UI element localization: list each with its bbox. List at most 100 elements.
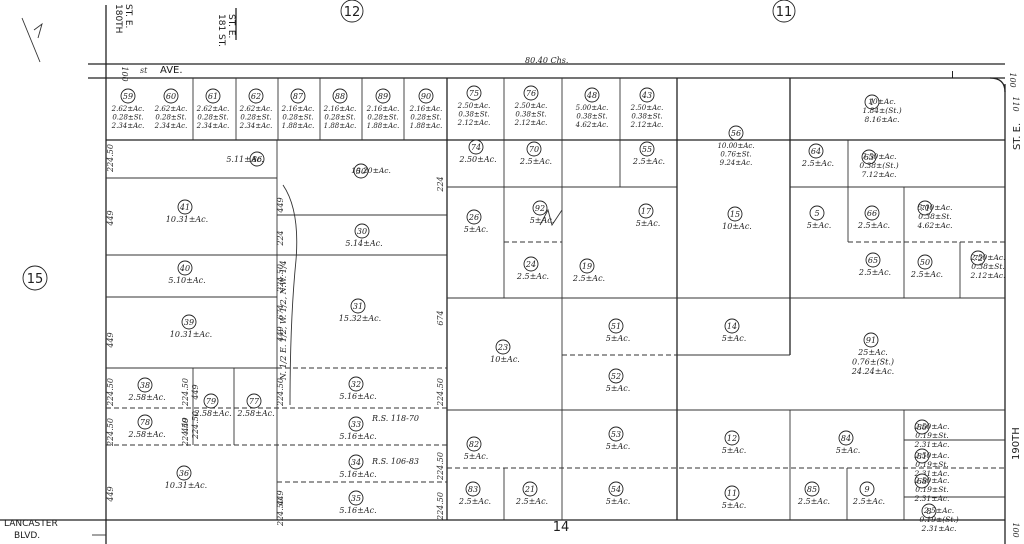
- parcel-area: 2.5±Ac.: [857, 221, 890, 230]
- parcel[interactable]: 637.50±Ac.0.38±(St.)7.12±Ac.: [859, 149, 899, 179]
- parcel-number-circle: [865, 252, 881, 268]
- parcel-number: 51: [611, 322, 621, 331]
- parcel-number-circle: [205, 88, 221, 104]
- parcel[interactable]: 82.5±Ac.0.19±(St.)2.31±Ac.: [919, 503, 959, 533]
- parcel-street-deduction: 0.28±St.: [155, 114, 186, 122]
- parcel[interactable]: 125±Ac.: [722, 430, 747, 455]
- parcel[interactable]: 212.5±Ac.: [515, 481, 548, 506]
- dimension-label: 674: [436, 310, 445, 325]
- parcel-number: 83: [468, 485, 478, 494]
- parcel[interactable]: 345.16±Ac.: [339, 454, 377, 479]
- parcel[interactable]: 552.5±Ac.: [632, 141, 665, 166]
- dimension-label: 224.50: [276, 498, 285, 527]
- parcel[interactable]: 825±Ac.: [464, 436, 489, 461]
- parcel[interactable]: 812.50±Ac.0.19±St.2.31±Ac.: [914, 448, 950, 478]
- parcel[interactable]: 792.58±Ac.: [193, 393, 232, 418]
- parcel[interactable]: 872.16±Ac.0.28±St.1.88±Ac.: [281, 88, 315, 130]
- parcel[interactable]: 752.50±Ac.0.38±St.2.12±Ac.: [457, 85, 491, 127]
- parcel[interactable]: 515±Ac.: [606, 318, 631, 343]
- parcel[interactable]: 682.50±Ac.0.19±St.2.31±Ac.: [914, 473, 950, 503]
- parcel[interactable]: 55±Ac.: [807, 205, 832, 230]
- parcel[interactable]: 110±Ac.1.84±(St.)8.16±Ac.: [862, 94, 902, 124]
- parcel[interactable]: 405.10±Ac.: [168, 260, 206, 285]
- parcel[interactable]: 642.5±Ac.: [801, 143, 834, 168]
- parcel[interactable]: 502.5±Ac.: [910, 254, 943, 279]
- dimension-label: 224.50: [276, 378, 285, 407]
- parcel[interactable]: 432.50±Ac.0.38±St.2.12±Ac.: [630, 87, 664, 129]
- parcel-number: 34: [351, 458, 361, 467]
- parcel[interactable]: 742.50±Ac.: [458, 139, 497, 164]
- parcel[interactable]: 762.50±Ac.0.38±St.2.12±Ac.: [514, 85, 548, 127]
- parcel[interactable]: 865.11±Ac.: [226, 151, 265, 167]
- parcel[interactable]: 592.62±Ac.0.28±St.2.34±Ac.: [111, 88, 145, 130]
- parcel[interactable]: 192.5±Ac.: [572, 258, 605, 283]
- parcel[interactable]: 802.50±Ac.0.19±St.2.31±Ac.: [914, 419, 950, 449]
- parcel[interactable]: 715.00±Ac.0.38±St.4.62±Ac.: [917, 200, 953, 230]
- parcel[interactable]: 325.16±Ac.: [339, 376, 377, 401]
- parcel[interactable]: 525±Ac.: [606, 368, 631, 393]
- parcel-area: 2.5±Ac.: [852, 497, 885, 506]
- parcel[interactable]: 892.16±Ac.0.28±St.1.88±Ac.: [366, 88, 400, 130]
- parcel[interactable]: 925±Ac.: [530, 200, 555, 225]
- parcel-number-circle: [727, 206, 743, 222]
- dimension-label: 449: [276, 197, 285, 213]
- parcel[interactable]: 92.5±Ac.: [852, 481, 885, 506]
- parcel[interactable]: 772.58±Ac.: [236, 393, 275, 418]
- parcel-area: 15.32±Ac.: [339, 314, 381, 323]
- parcel[interactable]: 355.16±Ac.: [339, 490, 377, 515]
- parcel[interactable]: 242.5±Ac.: [516, 256, 549, 281]
- parcel[interactable]: 622.62±Ac.0.28±St.2.34±Ac.: [239, 88, 273, 130]
- parcel[interactable]: 545±Ac.: [606, 481, 631, 506]
- parcel[interactable]: 652.5±Ac.: [858, 252, 891, 277]
- parcel-number-circle: [163, 88, 179, 104]
- parcel[interactable]: 852.5±Ac.: [797, 481, 830, 506]
- parcel-number: 78: [140, 418, 150, 427]
- parcel[interactable]: 305.14±Ac.: [345, 223, 383, 248]
- parcel[interactable]: 382.58±Ac.: [127, 377, 166, 402]
- parcel-area: 2.12±Ac.: [457, 119, 491, 127]
- dimension-label: 449: [106, 486, 115, 502]
- parcel-number-circle: [808, 143, 824, 159]
- parcel[interactable]: 845±Ac.: [836, 430, 861, 455]
- parcel-number: 38: [140, 381, 150, 390]
- parcel[interactable]: 782.58±Ac.: [127, 414, 166, 439]
- parcel[interactable]: 335.16±Ac.: [339, 416, 377, 441]
- parcel-area: 2.50±Ac.: [914, 476, 950, 485]
- parcel-area: 10.31±Ac.: [165, 481, 207, 490]
- parcel[interactable]: 535±Ac.: [606, 426, 631, 451]
- parcel[interactable]: 902.16±Ac.0.28±St.1.88±Ac.: [409, 88, 443, 130]
- parcel-number-circle: [724, 485, 740, 501]
- parcel[interactable]: 882.16±Ac.0.28±St.1.88±Ac.: [323, 88, 357, 130]
- parcel-number: 65: [868, 256, 878, 265]
- parcel[interactable]: 832.5±Ac.: [458, 481, 491, 506]
- parcel[interactable]: 602.62±Ac.0.28±St.2.34±Ac.: [154, 88, 188, 130]
- parcel-number: 50: [920, 258, 930, 267]
- parcel[interactable]: 115±Ac.: [722, 485, 747, 510]
- parcel[interactable]: 485.00±Ac.0.38±St.4.62±Ac.: [575, 87, 609, 129]
- parcel-area: 2.62±Ac.: [111, 105, 145, 113]
- parcel[interactable]: 145±Ac.: [722, 318, 747, 343]
- road-ave-chains: 80.40 Chs.: [525, 56, 568, 65]
- road-180th: 180TH: [113, 4, 123, 33]
- parcel-area: 5.14±Ac.: [345, 239, 382, 248]
- parcel[interactable]: 662.5±Ac.: [857, 205, 890, 230]
- parcel[interactable]: 175±Ac.: [636, 203, 661, 228]
- parcel-number: 53: [611, 430, 621, 439]
- parcel-area: 2.50±Ac.: [630, 104, 664, 112]
- parcel[interactable]: 702.5±Ac.: [519, 141, 552, 166]
- parcel-number: 72: [973, 254, 983, 263]
- parcel[interactable]: 612.62±Ac.0.28±St.2.34±Ac.: [196, 88, 230, 130]
- parcel[interactable]: 722.50±Ac.0.38±St.2.12±Ac.: [970, 250, 1006, 280]
- parcel[interactable]: 265±Ac.: [464, 209, 489, 234]
- parcel-area: 5±Ac.: [807, 221, 832, 230]
- parcel-number-circle: [466, 85, 482, 101]
